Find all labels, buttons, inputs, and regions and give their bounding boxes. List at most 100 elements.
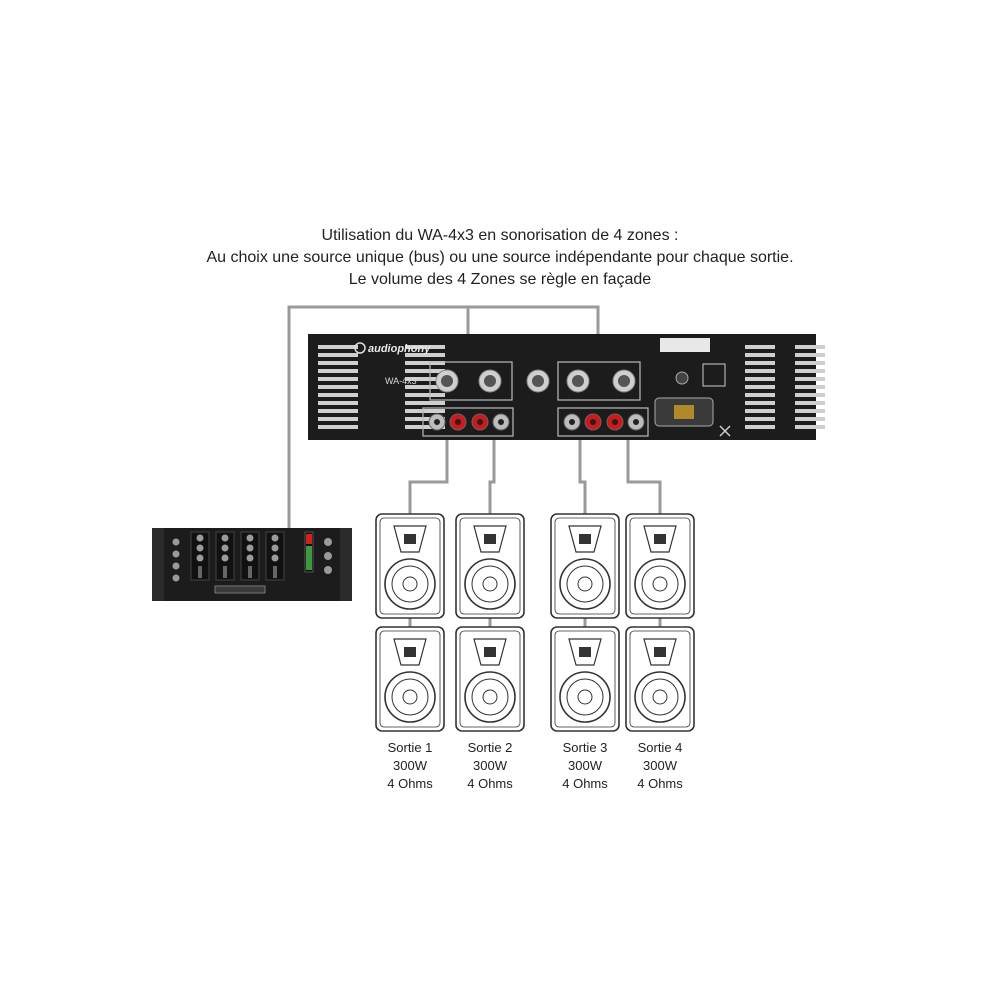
speaker-cables [408, 430, 662, 627]
output-caption: Sortie 1 300W 4 Ohms [365, 739, 455, 793]
vent-slot [318, 345, 358, 349]
vent-slot [318, 417, 358, 421]
brand-logo-icon [354, 342, 366, 354]
caution-label-icon [660, 338, 710, 352]
knob-icon [324, 566, 332, 574]
vent-slot [745, 385, 775, 389]
vent-slot [795, 425, 825, 429]
vent-slot [745, 393, 775, 397]
vent-slot [745, 401, 775, 405]
link-output [526, 369, 550, 393]
vent-slot [318, 385, 358, 389]
output-power: 300W [393, 758, 427, 773]
vent-slot [795, 369, 825, 373]
mixer-rack-ear-right [340, 528, 352, 601]
title-line-2: Au choix une source unique (bus) ou une … [206, 249, 794, 266]
vent-slot [795, 417, 825, 421]
model-label: WA-4x3 [385, 376, 417, 386]
output-impedance: 4 Ohms [637, 776, 683, 791]
vent-grille-left [318, 345, 445, 429]
vent-slot [405, 345, 445, 349]
vent-slot [745, 353, 775, 357]
output-impedance: 4 Ohms [562, 776, 608, 791]
vent-slot [745, 369, 775, 373]
speaker-terminals-left [422, 407, 514, 437]
output-name: Sortie 3 [562, 740, 608, 755]
output-power: 300W [473, 758, 507, 773]
output-name: Sortie 1 [387, 740, 433, 755]
vent-slot [405, 377, 445, 381]
knob-icon [271, 554, 279, 562]
title-line-3: Le volume des 4 Zones se règle en façade [348, 271, 652, 288]
vent-slot [405, 353, 445, 357]
vent-slot [318, 393, 358, 397]
speaker-terminals-right [557, 407, 649, 437]
knob-icon [172, 574, 180, 582]
knob-icon [221, 554, 229, 562]
knob-icon [246, 554, 254, 562]
vent-slot [405, 361, 445, 365]
speaker-cable [488, 430, 496, 514]
vent-slot [405, 401, 445, 405]
vent-slot [405, 393, 445, 397]
vent-slot [318, 377, 358, 381]
title-line-1: Utilisation du WA-4x3 en sonorisation de… [321, 227, 679, 244]
vent-slot [405, 417, 445, 421]
knob-icon [246, 534, 254, 542]
vent-slot [318, 409, 358, 413]
amplifier-body [308, 334, 816, 440]
vent-slot [318, 369, 358, 373]
vent-slot [745, 425, 775, 429]
vent-slot [405, 425, 445, 429]
vent-slot [405, 409, 445, 413]
vent-slot [795, 361, 825, 365]
knob-icon [172, 562, 180, 570]
knob-icon [221, 534, 229, 542]
output-power: 300W [643, 758, 677, 773]
output-caption: Sortie 3 300W 4 Ohms [540, 739, 630, 793]
channel-fader [198, 566, 202, 578]
output-name: Sortie 2 [467, 740, 513, 755]
input-section-right [557, 361, 641, 401]
power-inlet-pins [674, 405, 694, 419]
knob-icon [221, 544, 229, 552]
vent-slot [318, 361, 358, 365]
mixer-rack-ear-left [152, 528, 164, 601]
vent-slot [745, 377, 775, 381]
speaker-cable [626, 430, 662, 514]
vent-slot [405, 369, 445, 373]
weee-icon [719, 425, 731, 437]
knob-icon [172, 550, 180, 558]
mixer [152, 528, 352, 601]
output-power: 300W [568, 758, 602, 773]
vent-slot [795, 353, 825, 357]
vent-slot [745, 417, 775, 421]
knob-icon [271, 544, 279, 552]
channel-fader [223, 566, 227, 578]
speaker-array [375, 513, 695, 732]
speaker-cable [408, 430, 449, 514]
output-impedance: 4 Ohms [387, 776, 433, 791]
vent-slot [795, 345, 825, 349]
mixer-vu-level [306, 546, 312, 570]
knob-icon [196, 534, 204, 542]
bus-cable-main [287, 305, 470, 528]
input-section-left [429, 361, 513, 401]
knob-icon [172, 538, 180, 546]
brand-label: audiophony [368, 343, 431, 355]
knob-icon [324, 538, 332, 546]
fuse-holder-icon [675, 371, 689, 385]
vent-slot [318, 425, 358, 429]
vent-slot [795, 409, 825, 413]
vent-slot [795, 377, 825, 381]
vent-slot [795, 393, 825, 397]
vent-slot [745, 361, 775, 365]
vent-slot [795, 385, 825, 389]
amplifier-rear-panel: audiophony WA-4x3 [308, 334, 825, 440]
mixer-channel-strips [172, 531, 332, 582]
speaker-cable [578, 430, 587, 514]
